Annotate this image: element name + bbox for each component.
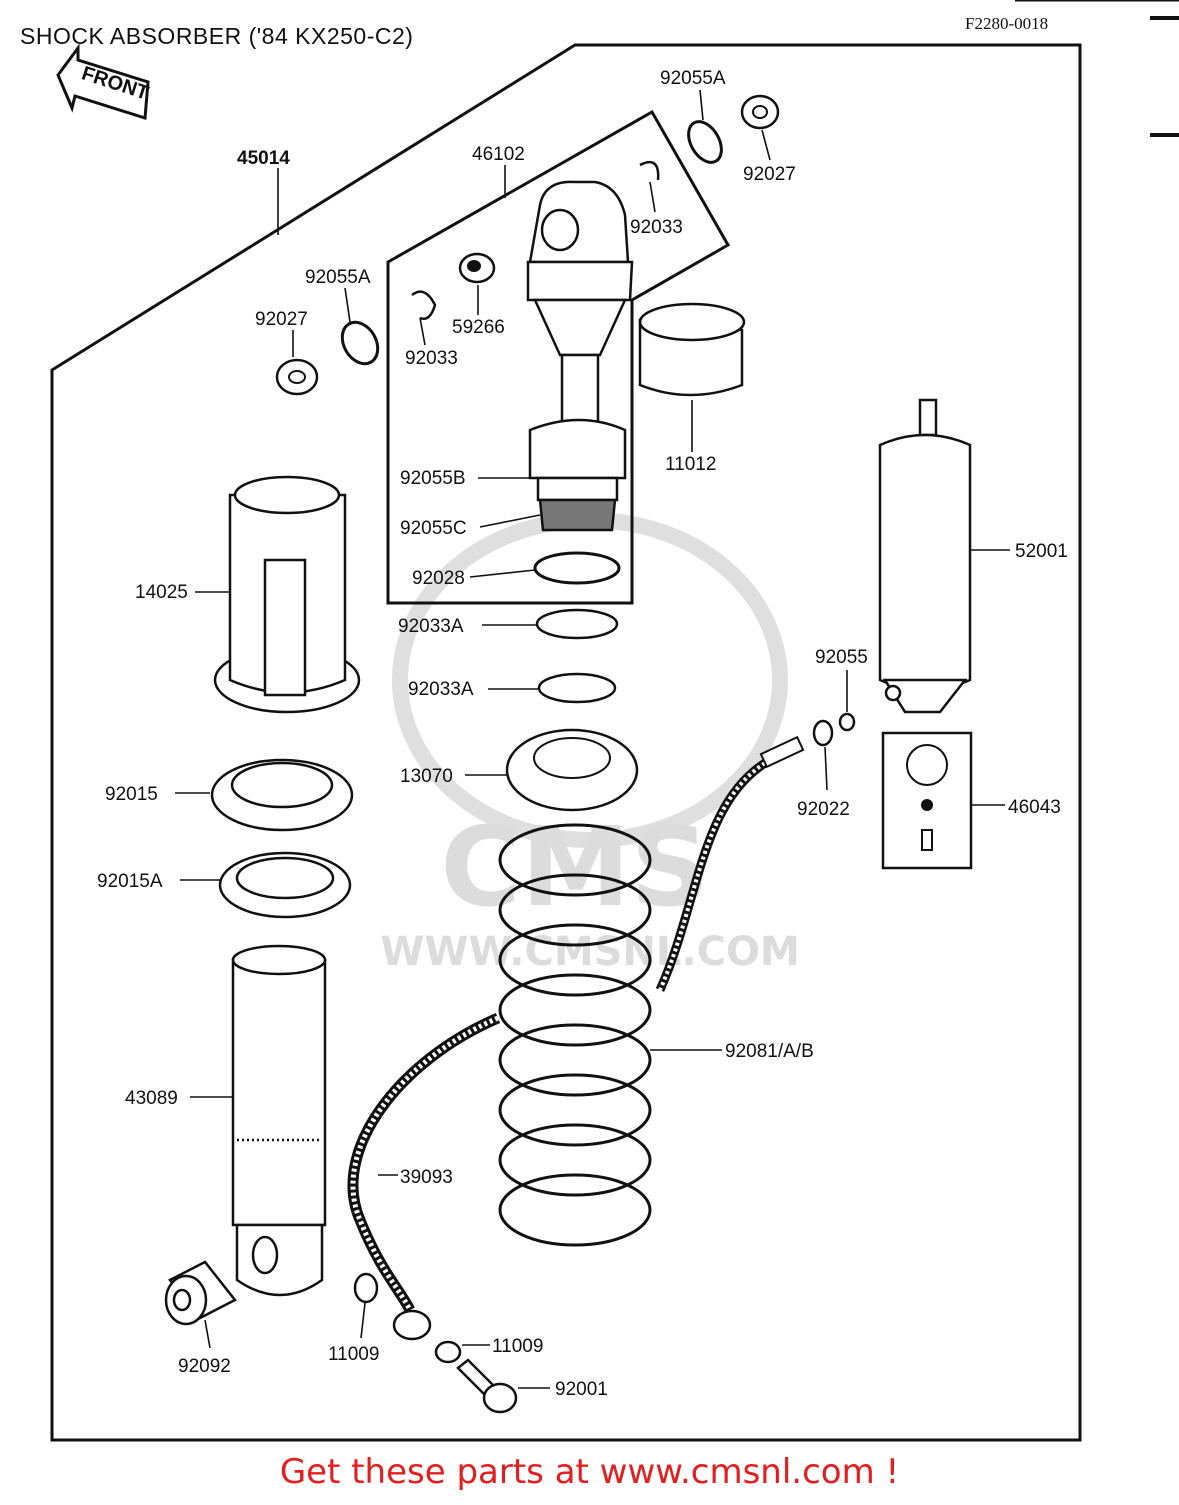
- footer-link-text[interactable]: Get these parts at www.cmsnl.com !: [279, 1452, 900, 1492]
- collar-59266: [458, 252, 496, 284]
- label-14025: 14025: [135, 582, 188, 603]
- label-92028: 92028: [412, 568, 465, 589]
- label-92081: 92081/A/B: [725, 1041, 814, 1062]
- ring-92028: [533, 551, 621, 585]
- oring-92055A-top: [687, 120, 723, 164]
- label-92027-left: 92027: [255, 309, 308, 330]
- shock-body-43089: [231, 944, 327, 1297]
- label-92033-top: 92033: [630, 217, 683, 238]
- label-92055A-left: 92055A: [305, 267, 371, 288]
- locknut-92015A: [218, 851, 352, 919]
- label-45014: 45014: [237, 148, 290, 169]
- cover-11012: [638, 302, 746, 397]
- circlip-92033-top: [639, 160, 660, 181]
- label-92055A-top: 92055A: [660, 68, 726, 89]
- label-92015A: 92015A: [97, 871, 163, 892]
- watermark-url: WWW.CMSNL.COM: [380, 929, 800, 975]
- page-title: SHOCK ABSORBER ('84 KX250-C2): [20, 23, 413, 49]
- banjo-bolt-92001: [456, 1358, 518, 1414]
- label-92055C: 92055C: [400, 518, 467, 539]
- label-92015: 92015: [105, 784, 158, 805]
- bushing-92027-left: [275, 358, 319, 396]
- bushing-92027-top: [740, 94, 780, 130]
- adjuster-kit-46043-box: [881, 731, 973, 870]
- banjo-fitting: [392, 1309, 432, 1341]
- reservoir-52001: [878, 398, 972, 714]
- label-52001: 52001: [1015, 541, 1068, 562]
- bushing-92092: [164, 1260, 237, 1326]
- hose-fitting-icon: [759, 735, 805, 769]
- label-11012: 11012: [665, 454, 716, 475]
- leader-lines: [175, 89, 1010, 1389]
- washer-11009-b: [434, 1340, 462, 1364]
- washer-11009-a: [353, 1272, 379, 1304]
- adjuster-knob-icon: [906, 744, 948, 851]
- part-labels: 45014 46102 92055A 92027 92033 92055A 92…: [97, 68, 1068, 1400]
- circlip-92033-left: [411, 290, 437, 320]
- damper-rod-part: [526, 180, 634, 532]
- label-92033-left: 92033: [405, 348, 458, 369]
- label-46102: 46102: [472, 144, 525, 165]
- oring-92055A-left: [340, 320, 380, 366]
- locknut-92015: [210, 758, 354, 832]
- label-11009-a: 11009: [328, 1344, 379, 1365]
- assembly-outline-46102: [386, 109, 731, 605]
- label-39093: 39093: [400, 1167, 453, 1188]
- label-92001: 92001: [555, 1379, 608, 1400]
- label-92027-top: 92027: [743, 164, 796, 185]
- circlip-92033A-1: [535, 608, 619, 640]
- figure-code: F2280-0018: [965, 14, 1048, 33]
- assembly-outline-45014: [50, 43, 1082, 1442]
- label-11009-b: 11009: [492, 1336, 543, 1357]
- label-92055B: 92055B: [400, 468, 466, 489]
- circlip-92033A-2: [537, 672, 617, 704]
- label-92033A-1: 92033A: [398, 616, 464, 637]
- label-92022: 92022: [797, 799, 850, 820]
- label-13070: 13070: [400, 766, 453, 787]
- label-59266: 59266: [452, 317, 505, 338]
- watermark-brand: CMS: [440, 803, 709, 931]
- label-92033A-2: 92033A: [408, 679, 474, 700]
- spring-guide-14025: [213, 475, 361, 714]
- coil-spring-92081: [498, 823, 652, 1247]
- label-46043: 46043: [1008, 797, 1061, 818]
- spring-seat-13070: [505, 728, 639, 812]
- label-43089: 43089: [125, 1088, 178, 1109]
- oring-92055: [838, 712, 856, 732]
- washer-92022: [812, 719, 834, 747]
- label-92092: 92092: [178, 1356, 231, 1377]
- label-92055: 92055: [815, 647, 868, 668]
- front-arrow-icon: FRONT: [56, 43, 151, 120]
